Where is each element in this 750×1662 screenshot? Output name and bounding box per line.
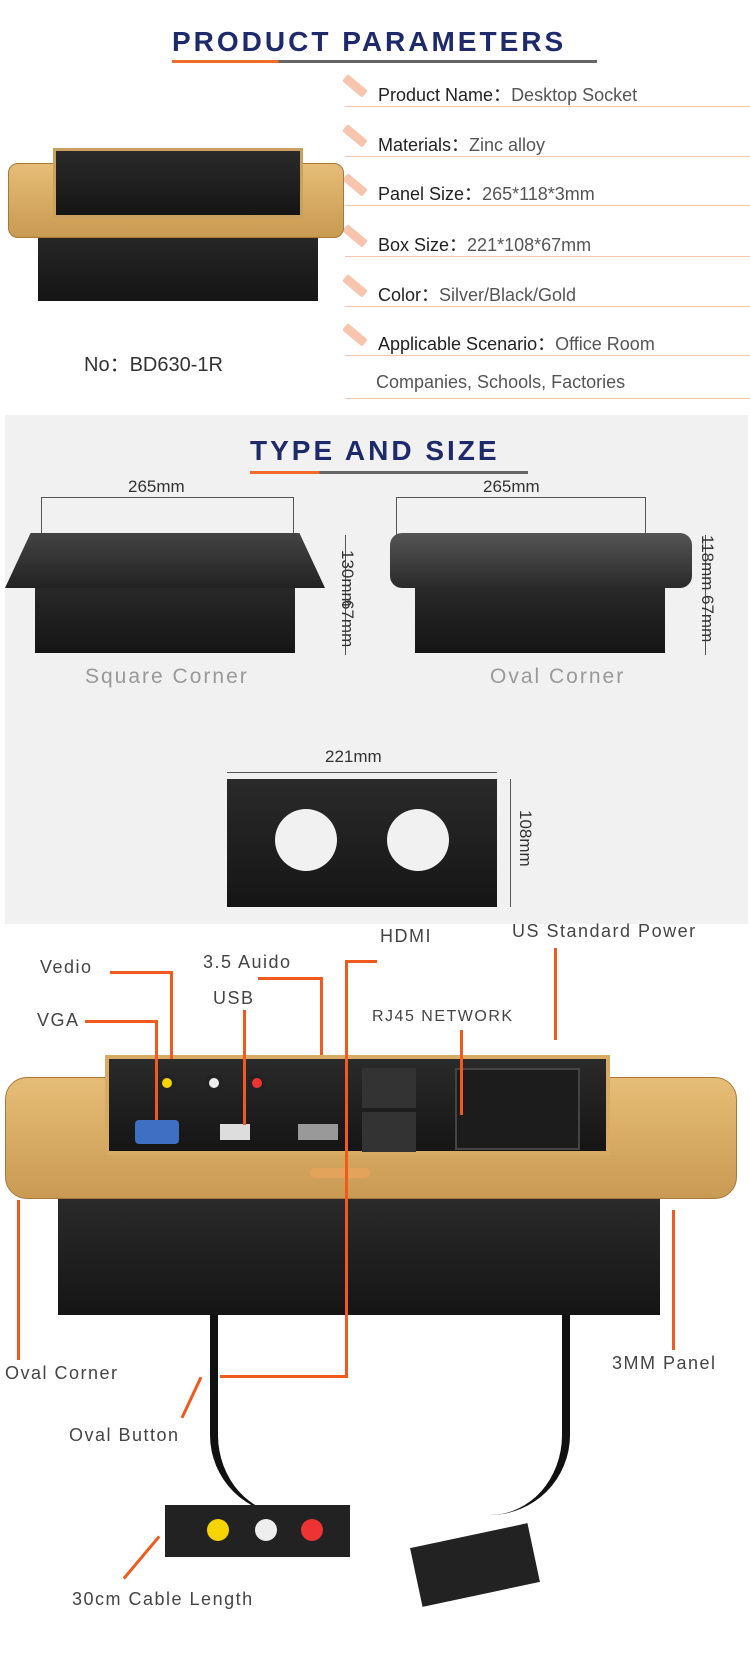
oval-width: 265mm bbox=[483, 477, 540, 496]
hdmi-port bbox=[298, 1124, 338, 1140]
power-outlet bbox=[455, 1068, 580, 1150]
product-photo bbox=[0, 1040, 750, 1607]
type-size-title: TYPE AND SIZE bbox=[250, 435, 500, 466]
callout-us-power: US Standard Power bbox=[512, 921, 697, 941]
callout-rj45: RJ45 NETWORK bbox=[372, 1008, 514, 1025]
param-value: Desktop Socket bbox=[511, 85, 638, 105]
param-text: Materials：Zinc alloy bbox=[378, 131, 545, 157]
callout-oval-button: Oval Button bbox=[69, 1425, 180, 1445]
square-depth: 130mm bbox=[338, 550, 357, 607]
param-row: Color：Silver/Black/Gold bbox=[342, 274, 750, 307]
usb-port bbox=[220, 1124, 250, 1140]
square-width: 265mm bbox=[128, 477, 185, 496]
square-height: 67mm bbox=[338, 600, 357, 648]
param-text: Product Name：Desktop Socket bbox=[378, 81, 637, 107]
page-title: PRODUCT PARAMETERS bbox=[172, 26, 567, 57]
param-key: Product Name： bbox=[378, 85, 512, 105]
square-corner-caption: Square Corner bbox=[85, 665, 249, 688]
callout-audio: 3.5 Auido bbox=[203, 952, 292, 972]
callout-oval-corner: Oval Corner bbox=[5, 1363, 119, 1383]
model-number: No：BD630-1R bbox=[84, 354, 223, 376]
rj45-port bbox=[362, 1112, 416, 1152]
pencil-icon bbox=[342, 173, 368, 197]
divider bbox=[345, 398, 750, 399]
power-plug bbox=[410, 1523, 540, 1607]
oval-button bbox=[310, 1168, 370, 1178]
param-value: 265*118*3mm bbox=[482, 184, 595, 204]
callout-hdmi: HDMI bbox=[380, 926, 432, 946]
callout-cable-length: 30cm Cable Length bbox=[72, 1589, 254, 1609]
callout-usb: USB bbox=[213, 988, 255, 1008]
param-text: Box Size：221*108*67mm bbox=[378, 231, 591, 257]
oval-corner-caption: Oval Corner bbox=[490, 665, 626, 688]
type-size-section: TYPE AND SIZE 265mm 130mm 67mm Square Co… bbox=[5, 415, 748, 924]
product-thumbnail bbox=[8, 143, 344, 303]
param-row: Box Size：221*108*67mm bbox=[342, 224, 750, 257]
pencil-icon bbox=[342, 224, 368, 248]
param-key: Box Size： bbox=[378, 235, 468, 255]
box-depth: 108mm bbox=[516, 810, 535, 867]
type-size-underline bbox=[250, 471, 528, 474]
param-key: Applicable Scenario： bbox=[378, 334, 556, 354]
mounting-box bbox=[227, 779, 497, 907]
param-value: Office Room bbox=[555, 334, 655, 354]
param-text: Panel Size：265*118*3mm bbox=[378, 180, 595, 206]
param-text: Color：Silver/Black/Gold bbox=[378, 281, 576, 307]
param-row: Materials：Zinc alloy bbox=[342, 124, 750, 157]
params-continued: Companies, Schools, Factories bbox=[376, 372, 626, 392]
vga-port bbox=[135, 1120, 179, 1144]
cables bbox=[210, 1315, 570, 1515]
rj45-port bbox=[362, 1068, 416, 1108]
param-value: Zinc alloy bbox=[469, 135, 546, 155]
oval-depth: 118mm bbox=[698, 535, 717, 591]
pencil-icon bbox=[342, 74, 368, 98]
callout-3mm-panel: 3MM Panel bbox=[612, 1353, 717, 1373]
param-value: 221*108*67mm bbox=[467, 235, 592, 255]
square-corner-box bbox=[5, 533, 325, 655]
callout-vga: VGA bbox=[37, 1010, 80, 1030]
box-width: 221mm bbox=[325, 747, 382, 766]
param-row: Product Name：Desktop Socket bbox=[342, 74, 750, 107]
param-value: Silver/Black/Gold bbox=[439, 285, 577, 305]
param-key: Color： bbox=[378, 285, 440, 305]
param-row: Applicable Scenario：Office Room bbox=[342, 323, 750, 356]
oval-height: 67mm bbox=[698, 595, 717, 643]
white-rca bbox=[205, 1074, 223, 1092]
rca-plate bbox=[165, 1505, 350, 1557]
pencil-icon bbox=[342, 323, 368, 347]
oval-corner-box bbox=[390, 533, 692, 655]
param-text: Applicable Scenario：Office Room bbox=[378, 330, 655, 356]
callout-vedio: Vedio bbox=[40, 957, 93, 977]
red-rca bbox=[248, 1074, 266, 1092]
pencil-icon bbox=[342, 274, 368, 298]
param-key: Panel Size： bbox=[378, 184, 483, 204]
pencil-icon bbox=[342, 124, 368, 148]
param-key: Materials： bbox=[378, 135, 470, 155]
param-row: Panel Size：265*118*3mm bbox=[342, 173, 750, 206]
title-underline bbox=[172, 60, 597, 63]
yellow-rca bbox=[158, 1074, 176, 1092]
